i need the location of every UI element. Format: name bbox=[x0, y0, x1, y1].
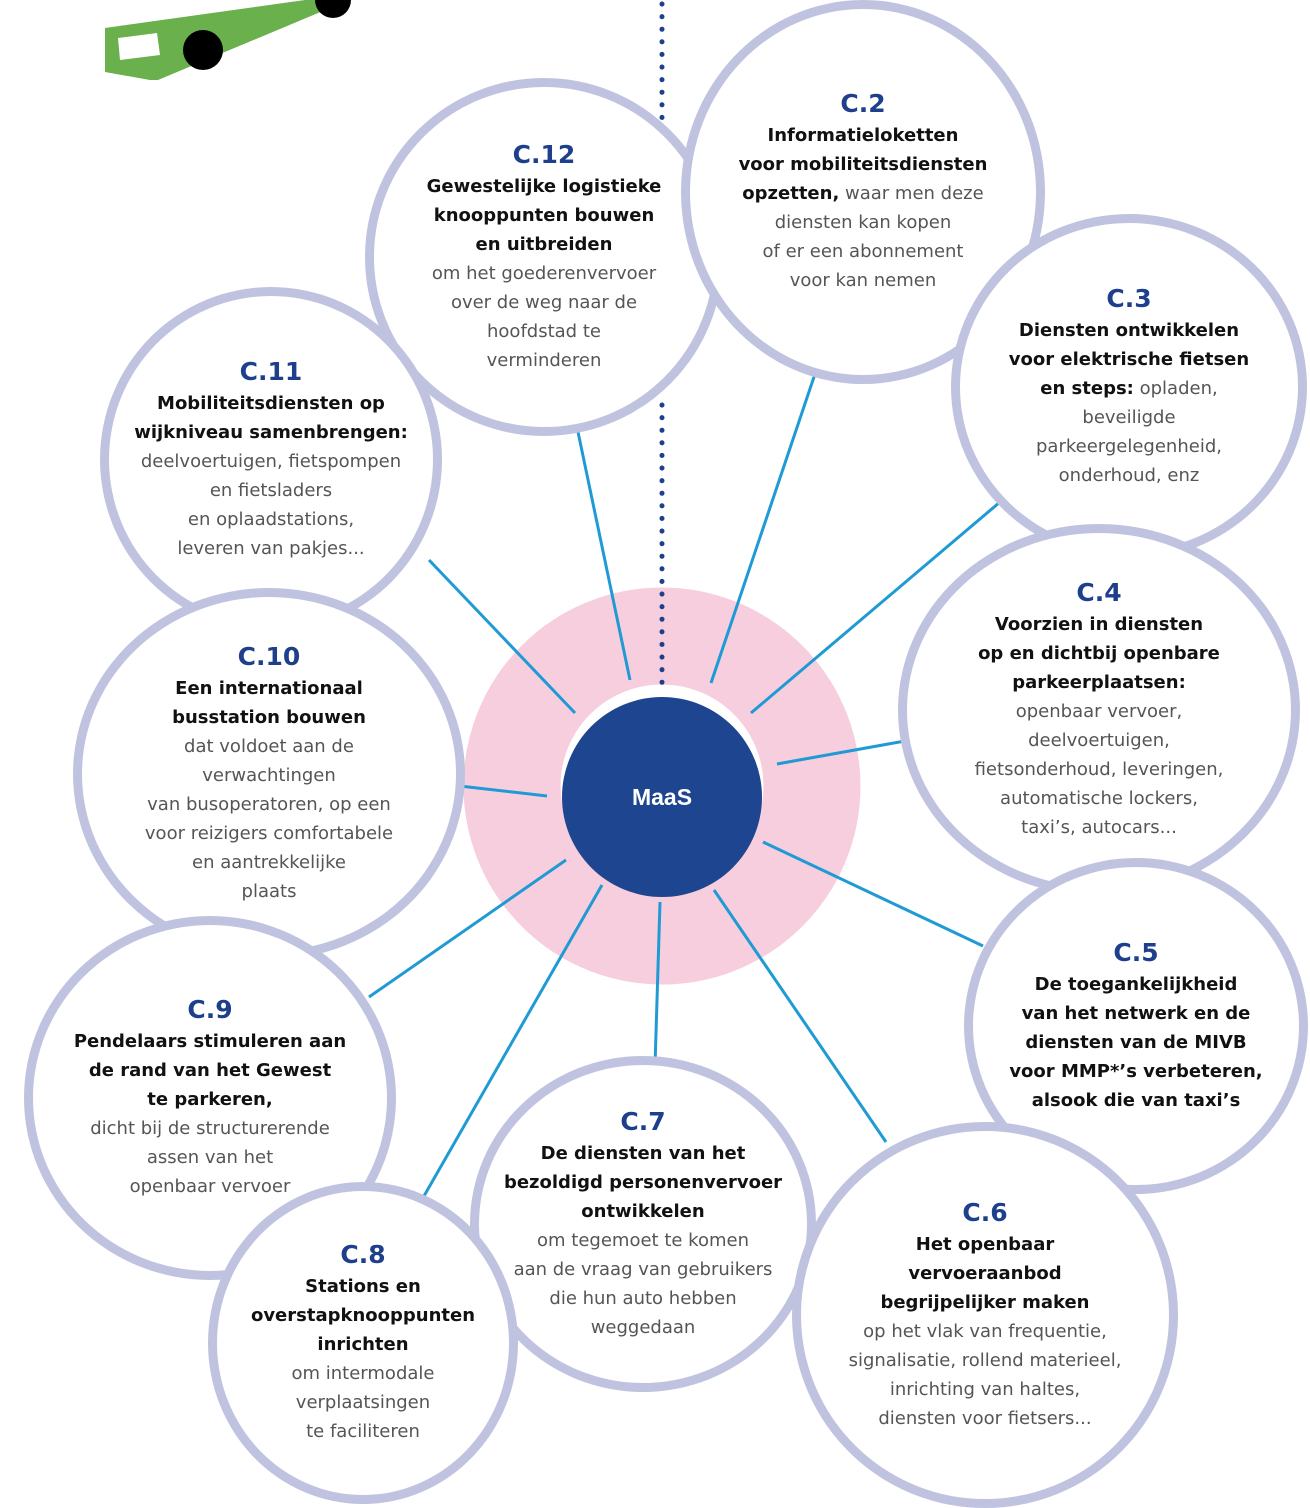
spoke-c5 bbox=[762, 840, 984, 948]
measure-description: openbaar vervoer, deelvoertuigen, fietso… bbox=[974, 701, 1224, 838]
measure-description: deelvoertuigen, fietspompen en fietslade… bbox=[140, 450, 402, 559]
measure-description: waar men deze diensten kan kopen of er e… bbox=[762, 183, 984, 291]
measure-code: C.6 bbox=[962, 1197, 1008, 1227]
measure-text: Het openbaar vervoeraanbod begrijpelijke… bbox=[831, 1230, 1140, 1433]
measure-text: Een internationaal busstation bouwen dat… bbox=[127, 674, 411, 906]
measure-title: Mobiliteitsdiensten op wijkniveau samenb… bbox=[134, 392, 408, 443]
measure-title: Pendelaars stimuleren aan de rand van he… bbox=[73, 1031, 347, 1110]
spoke-c2 bbox=[709, 364, 820, 684]
measure-description: dat voldoet aan de verwachtingen van bus… bbox=[144, 736, 394, 902]
measure-title: Gewestelijke logistieke knooppunten bouw… bbox=[426, 175, 662, 255]
measure-description: om het goederenvervoer over de weg naar … bbox=[431, 262, 657, 371]
maas-hub: MaaS bbox=[562, 697, 762, 897]
measure-code: C.11 bbox=[239, 356, 303, 386]
spokes bbox=[368, 364, 1001, 1197]
measure-code: C.9 bbox=[187, 995, 233, 1024]
measure-title: De toegankelijkheid van het netwerk en d… bbox=[1009, 973, 1263, 1111]
spoke-c7 bbox=[653, 901, 662, 1067]
measure-text: De diensten van het bezoldigd personenve… bbox=[486, 1139, 800, 1342]
measure-title: De diensten van het bezoldigd personenve… bbox=[503, 1142, 783, 1222]
measure-title: Diensten ontwikkelen voor elektrische fi… bbox=[1008, 320, 1250, 399]
measure-description: dicht bij de structurerende assen van he… bbox=[90, 1118, 330, 1197]
measure-code: C.8 bbox=[340, 1240, 386, 1269]
maas-ring bbox=[463, 587, 861, 985]
spoke-c3 bbox=[750, 500, 1001, 715]
measure-code: C.3 bbox=[1106, 284, 1152, 313]
measure-description: om intermodale verplaatsingen te facilit… bbox=[291, 1363, 435, 1442]
measure-code: C.5 bbox=[1113, 937, 1159, 967]
measure-code: C.4 bbox=[1076, 578, 1122, 607]
measure-code: C.2 bbox=[840, 89, 886, 118]
measure-description: opladen, beveiligde parkeergelegenheid, … bbox=[1035, 378, 1222, 486]
spoke-c4 bbox=[776, 739, 906, 766]
measure-code: C.10 bbox=[237, 642, 301, 671]
measure-title: Stations en overstapknooppunten inrichte… bbox=[250, 1276, 476, 1355]
vehicle-icon bbox=[105, 0, 351, 80]
measure-circle-c7: C.7 De diensten van het bezoldigd persone… bbox=[470, 1056, 816, 1392]
measure-description: om tegemoet te komen aan de vraag van ge… bbox=[513, 1229, 773, 1338]
spoke-c12 bbox=[576, 431, 632, 681]
spoke-c8 bbox=[422, 884, 604, 1197]
measure-title: Informatieloketten voor mobiliteitsdiens… bbox=[738, 125, 988, 204]
measure-code: C.7 bbox=[620, 1106, 666, 1136]
measure-text: Gewestelijke logistieke knooppunten bouw… bbox=[409, 172, 680, 375]
measure-text: Diensten ontwikkelen voor elektrische fi… bbox=[991, 316, 1267, 490]
measure-description: op het vlak van frequentie, signalisatie… bbox=[848, 1320, 1122, 1429]
measure-title: Voorzien in diensten op en dichtbij open… bbox=[978, 614, 1220, 693]
spoke-c6 bbox=[712, 889, 888, 1143]
spoke-c11 bbox=[427, 558, 577, 715]
spoke-c9 bbox=[368, 858, 567, 999]
measure-text: De toegankelijkheid van het netwerk en d… bbox=[991, 970, 1280, 1115]
measure-text: Voorzien in diensten op en dichtbij open… bbox=[957, 610, 1242, 842]
measure-text: Informatieloketten voor mobiliteitsdiens… bbox=[721, 121, 1006, 295]
measure-title: Een internationaal busstation bouwen bbox=[172, 678, 366, 728]
measure-text: Pendelaars stimuleren aan de rand van he… bbox=[56, 1027, 364, 1201]
measure-text: Mobiliteitsdiensten op wijkniveau samenb… bbox=[116, 389, 426, 563]
measure-title: Het openbaar vervoeraanbod begrijpelijke… bbox=[880, 1233, 1090, 1313]
measure-text: Stations en overstapknooppunten inrichte… bbox=[233, 1272, 493, 1446]
measure-code: C.12 bbox=[512, 139, 576, 169]
